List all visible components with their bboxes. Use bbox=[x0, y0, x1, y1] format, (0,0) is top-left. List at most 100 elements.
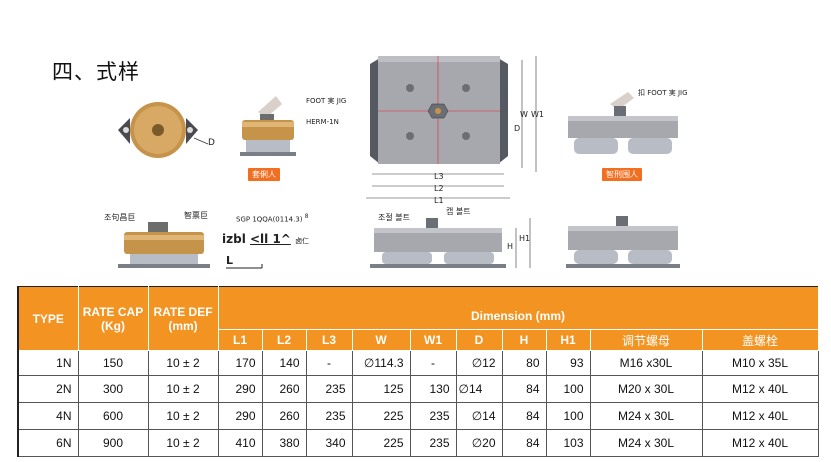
round-mount-top-view bbox=[118, 102, 209, 158]
table-row: 6N 900 10 ± 2 410 380 340 225 235 ∅20 84… bbox=[17, 429, 819, 457]
sgp-sup: 8 bbox=[304, 214, 309, 220]
cell-def: 10 ± 2 bbox=[147, 375, 219, 403]
cell-l3: 235 bbox=[305, 375, 353, 403]
cell-cap: 900 bbox=[77, 429, 149, 457]
col-w1: W1 bbox=[409, 329, 457, 351]
cell-d: ∅20 bbox=[455, 429, 503, 457]
cell-w1: 235 bbox=[409, 402, 457, 430]
plate-front-view bbox=[370, 218, 531, 268]
cell-nut: M20 x 30L bbox=[589, 375, 703, 403]
table-row: 4N 600 10 ± 2 290 260 235 225 235 ∅14 84… bbox=[17, 402, 819, 430]
col-cap-bolt: 盖螺栓 bbox=[701, 329, 819, 351]
cell-h1: 100 bbox=[545, 375, 591, 403]
plate-side-view bbox=[568, 92, 678, 154]
cell-nut: M24 x 30L bbox=[589, 402, 703, 430]
cell-l2: 260 bbox=[261, 402, 307, 430]
plate-top-view bbox=[366, 56, 510, 199]
col-rate-cap-label: RATE CAP bbox=[82, 304, 144, 319]
cell-h: 84 bbox=[501, 402, 547, 430]
korean-label-2: 캡 볼트 bbox=[446, 207, 471, 216]
dim-l3-label: L3 bbox=[434, 172, 444, 181]
cell-l3: 340 bbox=[305, 429, 353, 457]
cell-bolt: M12 x 40L bbox=[701, 375, 819, 403]
cell-l1: 170 bbox=[217, 350, 263, 376]
cell-w: 125 bbox=[351, 375, 411, 403]
cell-cap: 150 bbox=[77, 350, 149, 376]
dim-l2-label: L2 bbox=[434, 184, 444, 193]
cell-w1: 130 bbox=[409, 375, 457, 403]
col-rate-def-unit: (mm) bbox=[168, 318, 198, 333]
orange-tag-left: 套俐人 bbox=[248, 168, 280, 181]
izbl-line: izbl <ll 1^ 卤仁 bbox=[222, 232, 309, 246]
round-mount-side-view bbox=[240, 96, 296, 156]
dim-l1-label: L1 bbox=[434, 196, 444, 205]
cell-h1: 103 bbox=[545, 429, 591, 457]
cell-h: 84 bbox=[501, 429, 547, 457]
col-w: W bbox=[351, 329, 411, 351]
cell-d: ∅14 bbox=[455, 402, 503, 430]
col-l2: L2 bbox=[261, 329, 307, 351]
cell-type: 2N bbox=[17, 375, 79, 403]
cell-w: 225 bbox=[351, 402, 411, 430]
cell-h1: 93 bbox=[545, 350, 591, 376]
col-l1: L1 bbox=[217, 329, 263, 351]
h1-label: H1 bbox=[519, 234, 531, 243]
dim-d-label: D bbox=[514, 124, 521, 133]
cell-w1: 235 bbox=[409, 429, 457, 457]
cell-h: 80 bbox=[501, 350, 547, 376]
cell-w: 225 bbox=[351, 429, 411, 457]
cell-bolt: M12 x 40L bbox=[701, 402, 819, 430]
spec-table: TYPE RATE CAP (Kg) RATE DEF (mm) Dimensi… bbox=[17, 286, 819, 457]
dim-w1-label: W1 bbox=[531, 110, 544, 119]
cell-type: 4N bbox=[17, 402, 79, 430]
cell-nut: M16 x30L bbox=[589, 350, 703, 376]
col-rate-cap-unit: (Kg) bbox=[101, 318, 125, 333]
dim-w-lines bbox=[521, 56, 537, 172]
d-label-left: D bbox=[208, 138, 215, 148]
col-type: TYPE bbox=[17, 286, 79, 351]
cell-d: ∅12 bbox=[455, 350, 503, 376]
foot-jig-label-right: 扣 FOOT 実 JIG bbox=[638, 89, 688, 97]
section-heading: 四、式样 bbox=[52, 60, 140, 84]
cell-l1: 410 bbox=[217, 429, 263, 457]
cell-l3: 235 bbox=[305, 402, 353, 430]
korean-label-1: 조절 볼트 bbox=[378, 213, 410, 222]
cell-bolt: M10 x 35L bbox=[701, 350, 819, 376]
sgp-text: SGP 1QQA(0114.3) bbox=[236, 215, 303, 224]
col-adjust-nut: 调节螺母 bbox=[589, 329, 703, 351]
cell-d: ∅14 bbox=[455, 375, 503, 403]
small-label-1: 조句昌巨 bbox=[104, 213, 136, 222]
cell-type: 1N bbox=[17, 350, 79, 376]
sgp-label: SGP 1QQA(0114.3) 8 bbox=[236, 214, 308, 223]
cell-def: 10 ± 2 bbox=[147, 402, 219, 430]
cell-def: 10 ± 2 bbox=[147, 429, 219, 457]
izbl-text: izbl bbox=[222, 232, 246, 246]
col-rate-def: RATE DEF (mm) bbox=[147, 286, 219, 351]
cell-l2: 260 bbox=[261, 375, 307, 403]
cell-cap: 600 bbox=[77, 402, 149, 430]
table-row: 2N 300 10 ± 2 290 260 235 125 130 ∅14 84… bbox=[17, 375, 819, 403]
cell-h: 84 bbox=[501, 375, 547, 403]
foot-jig-label-left: FOOT 実 JIG bbox=[306, 97, 347, 105]
col-d: D bbox=[455, 329, 503, 351]
col-rate-cap: RATE CAP (Kg) bbox=[77, 286, 149, 351]
l-mark: L bbox=[226, 254, 234, 267]
cell-l3: - bbox=[305, 350, 353, 376]
cell-l1: 290 bbox=[217, 375, 263, 403]
cell-type: 6N bbox=[17, 429, 79, 457]
small-label-2: 智票巨 bbox=[184, 211, 208, 220]
round-mount-front-view bbox=[118, 222, 210, 268]
izbl-end: 卤仁 bbox=[295, 237, 310, 245]
col-l3: L3 bbox=[305, 329, 353, 351]
h-label: H bbox=[507, 242, 514, 251]
dim-w-label: W bbox=[520, 110, 528, 119]
col-rate-def-label: RATE DEF bbox=[153, 304, 213, 319]
orange-tag-right: 智刑围人 bbox=[602, 168, 642, 181]
plate-side-view-lower bbox=[566, 216, 680, 268]
col-h1: H1 bbox=[545, 329, 591, 351]
herm-label: HERM-1N bbox=[306, 118, 339, 126]
col-h: H bbox=[501, 329, 547, 351]
cell-def: 10 ± 2 bbox=[147, 350, 219, 376]
cell-cap: 300 bbox=[77, 375, 149, 403]
l-mark-line bbox=[226, 264, 263, 269]
